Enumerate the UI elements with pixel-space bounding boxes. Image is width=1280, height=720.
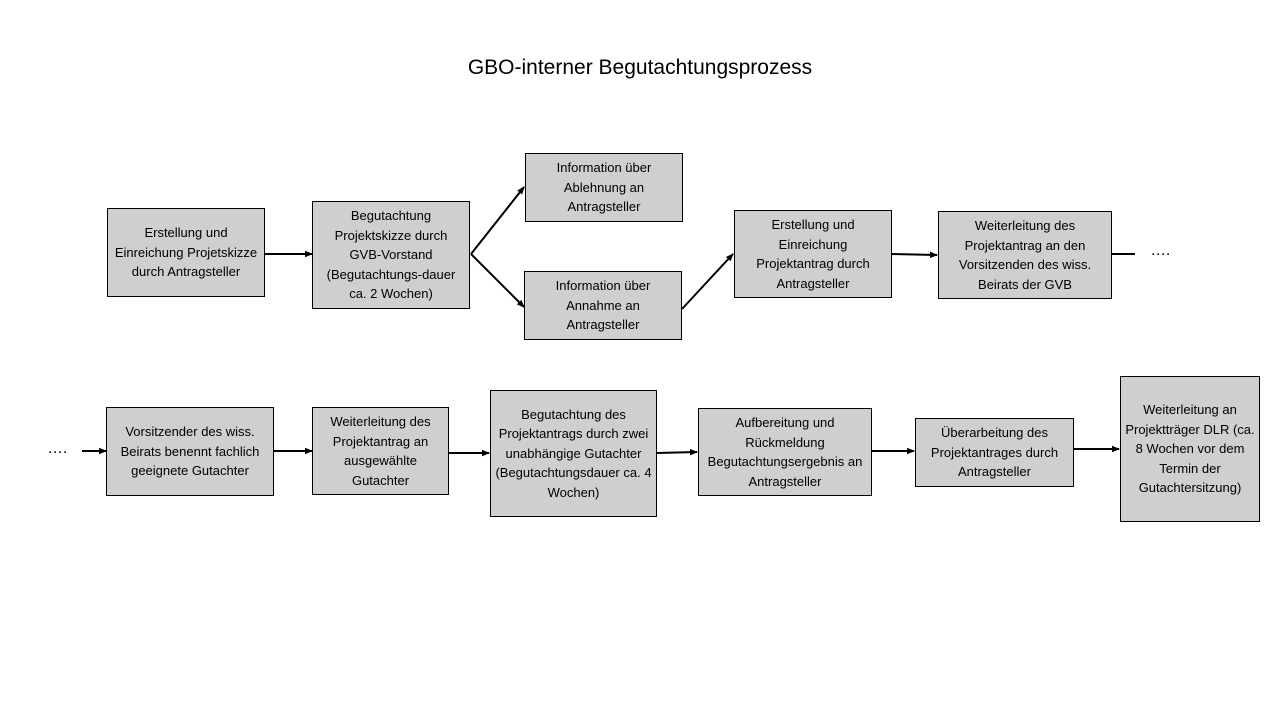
step-rejection-info: Information über Ablehnung an Antragstel…: [525, 153, 683, 222]
step-create-sketch: Erstellung und Einreichung Projetskizze …: [107, 208, 265, 297]
continuation-marker-end: ....: [1151, 242, 1171, 259]
step-independent-review-text: Begutachtung des Projektantrags durch zw…: [495, 406, 652, 500]
step-forward-to-reviewers: Weiterleitung des Projektantrag an ausge…: [312, 407, 449, 495]
step-appoint-reviewers: Vorsitzender des wiss. Beirats benennt f…: [106, 407, 274, 496]
step-rejection-info-text: Information über Ablehnung an Antragstel…: [556, 160, 652, 215]
arrow-s3b-to-s4: [681, 253, 734, 310]
step-forward-to-dlr-text: Weiterleitung an Projektträger DLR (ca. …: [1125, 402, 1255, 496]
step-independent-review: Begutachtung des Projektantrags durch zw…: [490, 390, 657, 517]
diagram-title: GBO-interner Begutachtungsprozess: [467, 56, 813, 79]
step-forward-to-dlr: Weiterleitung an Projektträger DLR (ca. …: [1120, 376, 1260, 522]
arrow-s2-to-s3a: [470, 186, 525, 255]
step-forward-to-chair: Weiterleitung des Projektantrag an den V…: [938, 211, 1112, 299]
arrow-s8-to-s9: [656, 448, 698, 456]
step-create-proposal-text: Erstellung und Einreichung Projektantrag…: [756, 217, 870, 291]
step-feedback-to-applicant: Aufbereitung und Rückmeldung Begutachtun…: [698, 408, 872, 496]
step-forward-to-reviewers-text: Weiterleitung des Projektantrag an ausge…: [330, 414, 431, 488]
step-revise-proposal: Überarbeitung des Projektantrages durch …: [915, 418, 1074, 487]
step-review-sketch: Begutachtung Projektskizze durch GVB-Vor…: [312, 201, 470, 309]
arrow-s2-to-s3b: [470, 253, 525, 308]
step-create-sketch-text: Erstellung und Einreichung Projetskizze …: [114, 225, 258, 280]
step-feedback-to-applicant-text: Aufbereitung und Rückmeldung Begutachtun…: [707, 415, 863, 489]
continuation-marker-start: ....: [48, 440, 68, 457]
arrow-s4-to-s5: [891, 251, 938, 259]
step-review-sketch-text: Begutachtung Projektskizze durch GVB-Vor…: [326, 208, 456, 302]
step-appoint-reviewers-text: Vorsitzender des wiss. Beirats benennt f…: [120, 424, 260, 479]
step-revise-proposal-text: Überarbeitung des Projektantrages durch …: [930, 425, 1059, 480]
step-create-proposal: Erstellung und Einreichung Projektantrag…: [734, 210, 892, 298]
step-acceptance-info: Information über Annahme an Antragstelle…: [524, 271, 682, 340]
step-forward-to-chair-text: Weiterleitung des Projektantrag an den V…: [958, 218, 1092, 292]
step-acceptance-info-text: Information über Annahme an Antragstelle…: [555, 278, 651, 333]
